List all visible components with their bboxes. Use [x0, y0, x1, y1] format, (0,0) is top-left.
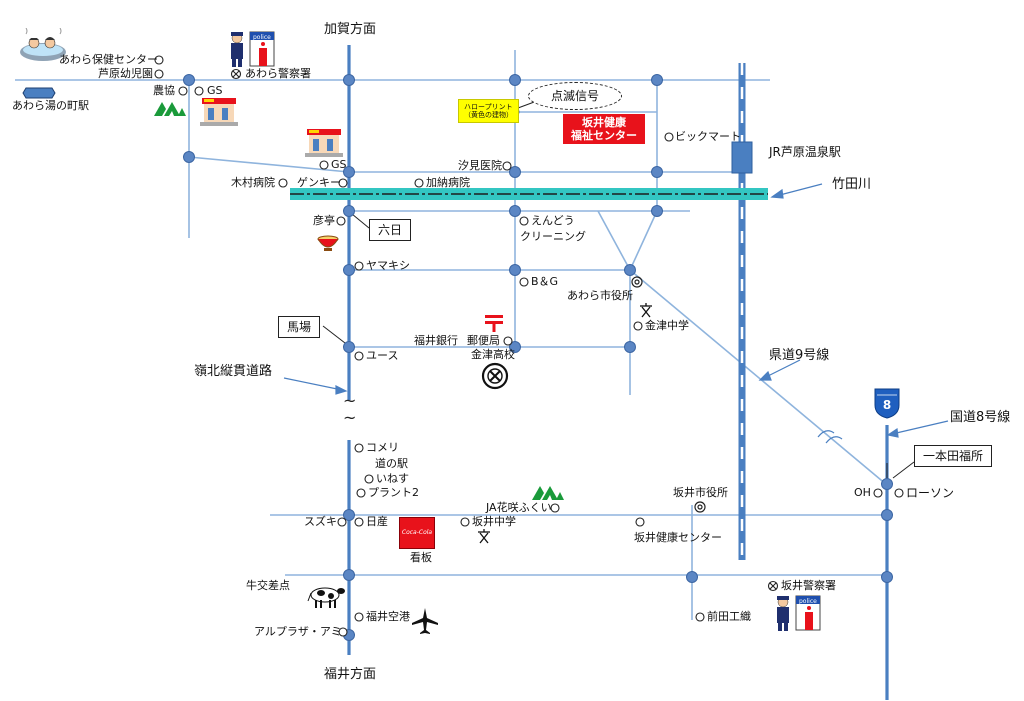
prefectural-road-9 [629, 269, 888, 486]
label-michi-no-eki: 道の駅 [375, 457, 408, 470]
cow-icon [307, 587, 345, 608]
police-icon: police [231, 31, 275, 67]
label-fukui-airport: 福井空港 [366, 610, 410, 623]
gas-station-icon [305, 129, 343, 157]
label-gs-top: GS [207, 84, 223, 97]
train-station-icon [22, 87, 56, 99]
label-kano-hospital: 加納病院 [426, 176, 470, 189]
coca-cola-sign-icon: Coca-Cola [399, 517, 435, 549]
label-fukui-bank: 福井銀行 [414, 334, 458, 347]
label-bg: B＆G [531, 275, 559, 288]
label-suzuki: スズキ [304, 515, 337, 528]
label-post-office: 郵便局 [467, 334, 500, 347]
label-komeri: コメリ [366, 441, 399, 454]
route9-break-mark [817, 430, 843, 444]
ippondaf-label: 一本田福所 [914, 445, 993, 467]
police-station-marks [230, 68, 779, 592]
muika-label: 六日 [369, 219, 412, 241]
minor-roads [15, 50, 890, 620]
label-genki: ゲンキー [297, 176, 341, 189]
label-inasu: いねす [376, 472, 409, 485]
city-hall-marks [631, 276, 706, 513]
label-hikotei: 彦亭 [313, 214, 335, 227]
label-kanazu-jhs: 金津中学 [645, 319, 689, 332]
label-ja-hanasaki: JA花咲ふくい [486, 501, 552, 514]
ja-logo-icon [532, 486, 564, 500]
takeda-river-label: 竹田川 [832, 177, 872, 192]
label-nissan: 日産 [366, 515, 388, 528]
label-lawson: ローソン [906, 486, 955, 500]
label-jr-station: JR芦原温泉駅 [769, 145, 841, 159]
label-shiomi-clinic: 汐見医院 [458, 159, 502, 172]
route-shield-icon: 8 [874, 388, 900, 419]
label-sakai-jhs: 坂井中学 [472, 515, 516, 528]
ramen-bowl-icon [317, 235, 339, 251]
label-oh: OH [854, 486, 871, 499]
label-ashihara-kindergarten: 芦原幼児園 [98, 67, 153, 80]
label-endo-cleaning-1: えんどう [531, 214, 575, 227]
label-kanazu-hs: 金津高校 [471, 348, 515, 361]
route-shield-number: 8 [883, 398, 891, 412]
baba-label: 馬場 [278, 316, 321, 338]
high-school-mark-icon [481, 362, 509, 390]
label-awara-city-hall: あわら市役所 [567, 289, 633, 302]
label-sakai-health-center: 坂井健康センター [634, 531, 722, 544]
welfare-center-line2: 福祉センター [571, 129, 637, 142]
national-route-8-label: 国道8号線 [950, 410, 1011, 425]
label-youth: ユース [366, 349, 399, 362]
welfare-center-box: 坂井健康 福祉センター [563, 114, 645, 144]
prefectural-road-9-label: 県道9号線 [769, 348, 830, 363]
welfare-center-line1: 坂井健康 [582, 116, 626, 129]
direction-kaga: 加賀方面 [324, 22, 377, 37]
city-hall-diag-left [597, 210, 631, 271]
hello-print-box: ハロープリント （黄色の建物） [458, 99, 519, 123]
ja-logo-icon [154, 102, 186, 116]
label-sakai-city-hall: 坂井市役所 [673, 486, 728, 499]
west-connector-road [188, 156, 350, 173]
hello-print-note: （黄色の建物） [464, 111, 513, 119]
label-gyuko-intersection: 牛交差点 [246, 579, 290, 592]
police-sign-text: police [253, 34, 271, 41]
label-maeda-kogyo: 前田工織 [707, 610, 751, 623]
label-endo-cleaning-2: クリーニング [520, 230, 586, 243]
city-hall-diag-right [629, 210, 658, 271]
label-yamakishi: ヤマキシ [366, 259, 410, 272]
label-gs-mid: GS [331, 158, 347, 171]
school-mark-icon [478, 529, 490, 544]
label-sakai-police: 坂井警察署 [781, 579, 836, 592]
gas-station-icon [200, 98, 238, 126]
hello-print-name: ハロープリント [464, 103, 513, 111]
direction-fukui: 福井方面 [324, 667, 377, 682]
place-markers [154, 55, 904, 637]
coca-cola-text: Coca-Cola [401, 529, 433, 536]
label-kimura-hospital: 木村病院 [231, 176, 275, 189]
label-nokyo: 農協 [153, 84, 175, 97]
police-sign-text: police [799, 598, 817, 605]
school-mark-icon [640, 303, 652, 318]
jr-station-block [731, 141, 753, 174]
label-signboard: 看板 [410, 551, 432, 564]
hot-spring-icon [20, 28, 66, 61]
police-icon: police [777, 595, 821, 631]
label-biggu-mart: ビックマート [675, 130, 741, 143]
post-office-mark-icon [485, 315, 503, 332]
label-awara-yunomachi-station: あわら湯の町駅 [12, 99, 89, 112]
road-break-tilde-2: ~ [343, 408, 356, 427]
road-break-tilde-1: ~ [343, 391, 356, 410]
label-awara-health-center: あわら保健センター [59, 53, 158, 66]
reihoku-road-label: 嶺北縦貫道路 [194, 364, 273, 379]
label-awara-police: あわら警察署 [245, 67, 311, 80]
blinking-signal-bubble: 点滅信号 [528, 82, 622, 110]
airplane-icon [412, 608, 438, 634]
label-alplaza-ami: アルプラザ・アミ [254, 625, 342, 638]
label-plant2: プラント2 [368, 486, 419, 499]
